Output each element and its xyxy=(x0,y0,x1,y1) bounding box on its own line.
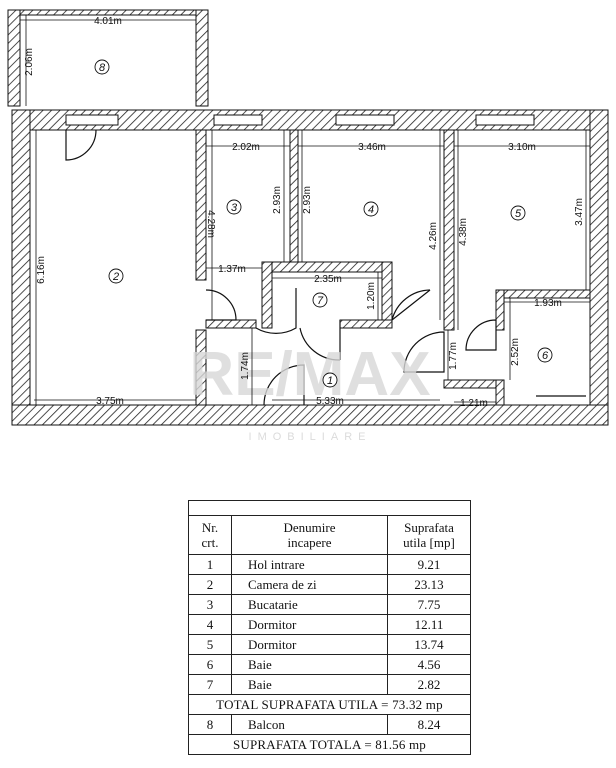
svg-text:4: 4 xyxy=(368,204,374,216)
total-text: SUPRAFATA TOTALA = 81.56 mp xyxy=(188,734,471,755)
floor-plan: RE/MAX IMOBILIARE 4.01m 2.06m 6.16m 3.75… xyxy=(7,9,609,443)
header-name: Denumire incapere xyxy=(231,515,388,555)
dim-label: 3.46m xyxy=(358,142,386,153)
row-nr: 8 xyxy=(188,714,232,735)
row-nr: 5 xyxy=(188,634,232,655)
room-markers: 1 2 3 4 5 6 7 8 xyxy=(94,59,553,388)
dim-label: 4.28m xyxy=(205,210,216,238)
room-marker-6: 6 xyxy=(537,347,553,363)
table-row: 7 Baie 2.82 xyxy=(188,674,471,695)
total-useful-row: TOTAL SUPRAFATA UTILA = 73.32 mp xyxy=(188,694,471,715)
dimension-lines xyxy=(20,15,590,405)
svg-text:8: 8 xyxy=(99,62,106,74)
row-name: Balcon xyxy=(231,714,388,735)
dim-label: 4.38m xyxy=(458,218,469,246)
row-name: Bucatarie xyxy=(231,594,388,615)
header-area: Suprafata utila [mp] xyxy=(387,515,471,555)
dim-label: 1.20m xyxy=(366,282,377,310)
dim-label: 5.33m xyxy=(316,396,344,407)
dim-label: 1.74m xyxy=(240,352,251,380)
dim-label: 1.21m xyxy=(460,398,488,409)
total-useful-text: TOTAL SUPRAFATA UTILA = 73.32 mp xyxy=(188,694,471,715)
row-name: Dormitor xyxy=(231,614,388,635)
dim-label: 1.37m xyxy=(218,264,246,275)
row-nr: 6 xyxy=(188,654,232,675)
watermark: RE/MAX IMOBILIARE xyxy=(189,340,430,443)
table-row: 2 Camera de zi 23.13 xyxy=(188,574,471,595)
dim-label: 2.35m xyxy=(314,274,342,285)
dim-label: 6.16m xyxy=(36,256,47,284)
svg-text:6: 6 xyxy=(542,350,549,362)
dimension-labels: 4.01m 2.06m 6.16m 3.75m 2.02m 4.28m 2.93… xyxy=(24,16,585,409)
dim-label: 2.02m xyxy=(232,142,260,153)
row-area: 9.21 xyxy=(387,554,471,575)
room-marker-7: 7 xyxy=(312,292,328,308)
room-marker-2: 2 xyxy=(108,268,124,284)
row-area: 12.11 xyxy=(387,614,471,635)
windows xyxy=(65,114,535,126)
row-nr: 7 xyxy=(188,674,232,695)
svg-text:2: 2 xyxy=(112,271,119,283)
row-name: Baie xyxy=(231,674,388,695)
row-nr: 2 xyxy=(188,574,232,595)
dim-label: 1.77m xyxy=(448,342,459,370)
row-name: Dormitor xyxy=(231,634,388,655)
header-nr: Nr. crt. xyxy=(188,515,232,555)
dim-label: 4.01m xyxy=(94,16,122,27)
row-nr: 4 xyxy=(188,614,232,635)
dim-label: 4.26m xyxy=(428,222,439,250)
row-area: 2.82 xyxy=(387,674,471,695)
row-nr: 3 xyxy=(188,594,232,615)
dim-label: 3.47m xyxy=(574,198,585,226)
watermark-subtext: IMOBILIARE xyxy=(249,431,372,443)
dim-label: 2.93m xyxy=(302,186,313,214)
dim-label: 3.10m xyxy=(508,142,536,153)
exterior-walls xyxy=(11,109,609,426)
table-row: 3 Bucatarie 7.75 xyxy=(188,594,471,615)
dim-label: 2.93m xyxy=(272,186,283,214)
dim-label: 2.06m xyxy=(24,48,35,76)
interior-walls xyxy=(195,129,591,406)
table-header-row: Nr. crt. Denumire incapere Suprafata uti… xyxy=(188,515,471,555)
svg-text:1: 1 xyxy=(327,375,333,387)
row-area: 7.75 xyxy=(387,594,471,615)
dim-label: 2.52m xyxy=(510,338,521,366)
room-marker-3: 3 xyxy=(226,199,242,215)
area-table: Nr. crt. Denumire incapere Suprafata uti… xyxy=(188,500,471,755)
table-row: 1 Hol intrare 9.21 xyxy=(188,554,471,575)
row-area: 8.24 xyxy=(387,714,471,735)
dim-label: 1.93m xyxy=(534,298,562,309)
table-row: 4 Dormitor 12.11 xyxy=(188,614,471,635)
door-swings xyxy=(65,129,586,406)
row-name: Hol intrare xyxy=(231,554,388,575)
row-name: Camera de zi xyxy=(231,574,388,595)
table-row: 5 Dormitor 13.74 xyxy=(188,634,471,655)
dim-label: 3.75m xyxy=(96,396,124,407)
table-top-bar xyxy=(188,500,471,516)
room-marker-8: 8 xyxy=(94,59,110,75)
room-marker-1: 1 xyxy=(322,372,338,388)
row-area: 23.13 xyxy=(387,574,471,595)
row-area: 13.74 xyxy=(387,634,471,655)
watermark-text: RE/MAX xyxy=(189,340,430,409)
room-marker-4: 4 xyxy=(363,201,379,217)
area-legend: Nr. crt. Denumire incapere Suprafata uti… xyxy=(188,500,471,755)
row-nr: 1 xyxy=(188,554,232,575)
balcony-walls xyxy=(7,9,209,107)
total-row: SUPRAFATA TOTALA = 81.56 mp xyxy=(188,734,471,755)
svg-text:5: 5 xyxy=(515,208,522,220)
row-name: Baie xyxy=(231,654,388,675)
row-area: 4.56 xyxy=(387,654,471,675)
room-marker-5: 5 xyxy=(510,205,526,221)
svg-text:3: 3 xyxy=(231,202,238,214)
svg-text:7: 7 xyxy=(317,295,324,307)
table-row: 8 Balcon 8.24 xyxy=(188,714,471,735)
table-row: 6 Baie 4.56 xyxy=(188,654,471,675)
